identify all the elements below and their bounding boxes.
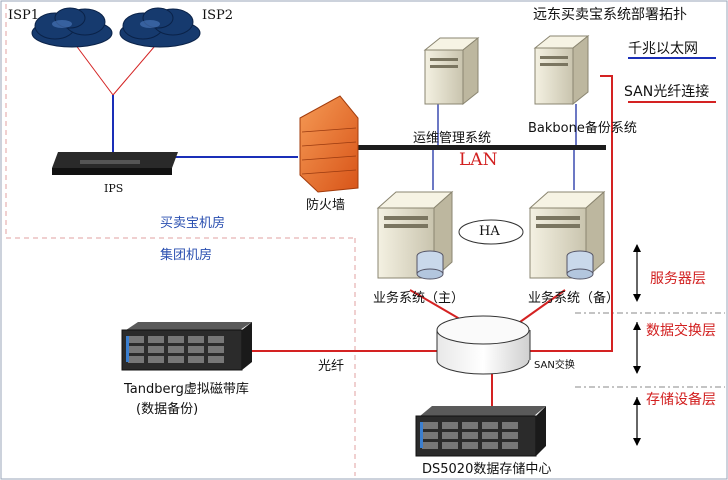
layer-separators: [575, 312, 725, 388]
room-boundaries: [5, 4, 356, 476]
tape-library-sublabel: (数据备份): [136, 402, 199, 417]
san-switch-icon: [436, 315, 531, 375]
ips-label: IPS: [104, 182, 124, 195]
ha-group: [458, 219, 524, 245]
firewall-icon: [299, 95, 359, 193]
ha-label: HA: [479, 224, 500, 239]
isp2-label: ISP2: [202, 8, 234, 23]
backup-system-label: Bakbone备份系统: [528, 121, 637, 136]
layer-server-label: 服务器层: [650, 271, 706, 287]
isp-links: [71, 39, 161, 96]
san-links: [252, 75, 613, 408]
lan-bar: [358, 145, 606, 150]
layer-arrows: [633, 244, 641, 446]
server-backup-icon: [533, 34, 590, 106]
server-drops: [432, 104, 577, 190]
biz-backup-label: 业务系统（备）: [528, 291, 620, 306]
room-top-label: 买卖宝机房: [160, 216, 226, 231]
tape-library-icon: [121, 322, 252, 371]
lan-label: LAN: [459, 150, 498, 170]
server-ops-icon: [423, 36, 480, 106]
storage-array-icon: [415, 406, 546, 457]
cloud-isp2-icon: [119, 7, 201, 48]
storage-label: DS5020数据存储中心: [422, 462, 552, 477]
firewall-label: 防火墙: [306, 198, 346, 213]
cloud-isp1-icon: [31, 7, 113, 48]
isp1-label: ISP1: [8, 8, 40, 23]
ips-device-icon: [52, 152, 178, 175]
layer-exchange-label: 数据交换层: [646, 323, 716, 339]
ops-system-label: 运维管理系统: [413, 131, 492, 146]
legend-ethernet-label: 千兆以太网: [628, 41, 698, 57]
san-switch-label: SAN交换: [534, 360, 575, 371]
ethernet-links: [112, 95, 298, 158]
server-biz-backup-icon: [528, 190, 606, 280]
room-group-label: 集团机房: [160, 248, 213, 263]
fiber-label: 光纤: [318, 359, 345, 374]
diagram-title: 远东买卖宝系统部署拓扑: [533, 7, 687, 23]
tape-library-label: Tandberg虚拟磁带库: [124, 382, 249, 397]
legend-san-label: SAN光纤连接: [624, 84, 710, 100]
server-biz-main-icon: [376, 190, 454, 280]
layer-storage-label: 存储设备层: [646, 392, 716, 408]
biz-main-label: 业务系统（主）: [373, 291, 465, 306]
